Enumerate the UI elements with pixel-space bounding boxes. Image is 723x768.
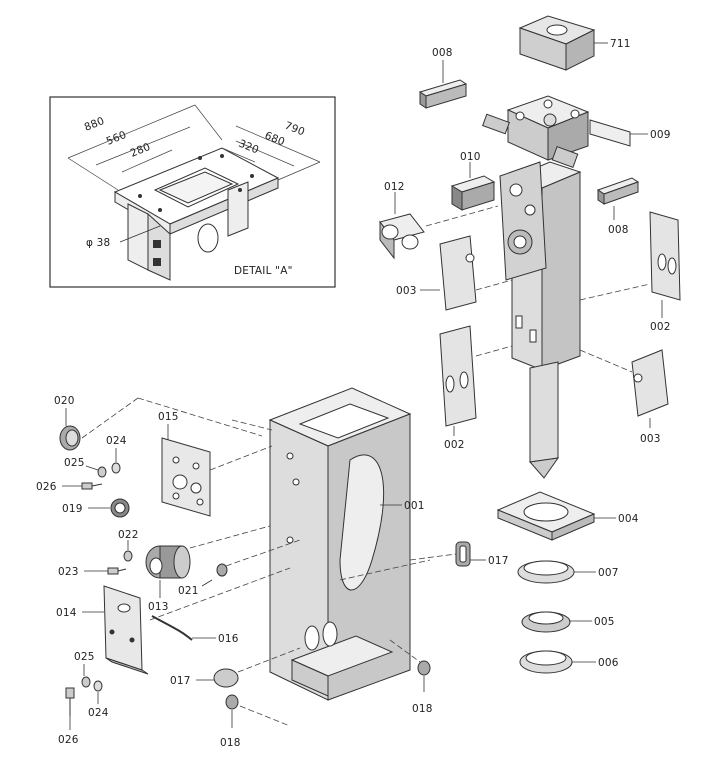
dim-680: 680 [263,130,287,149]
label-004: 004 [618,513,639,525]
label-009: 009 [650,129,671,141]
part-breaker-body [499,95,590,479]
label-015: 015 [158,411,179,423]
part-001-bracket [268,387,412,701]
part-026-bolt-top [81,482,103,490]
label-003-left: 003 [396,285,417,297]
part-023-bolt [107,567,127,575]
part-004-plate [496,491,596,541]
dim-790: 790 [283,120,307,139]
assembly-dashed-lines [137,397,431,621]
label-022: 022 [118,529,139,541]
label-002-right: 002 [650,321,671,333]
detail-a-title: DETAIL "A" [234,265,293,277]
label-024-top: 024 [106,435,127,447]
label-010: 010 [460,151,481,163]
label-023: 023 [58,566,79,578]
detail-a-panel: 880 560 280 790 680 320 φ 38 DETAIL "A" [49,96,336,288]
part-005-ring [521,611,571,633]
label-019: 019 [62,503,83,515]
part-024-washer-top [111,462,121,474]
part-025-washer-bottom [81,676,91,688]
part-008-pad-top [418,79,468,109]
dim-320: 320 [237,138,261,157]
label-024-bottom: 024 [88,707,109,719]
label-020: 020 [54,395,75,407]
part-007-ring [517,560,575,584]
part-014-cover-plate [103,585,149,675]
label-013: 013 [148,601,169,613]
label-007: 007 [598,567,619,579]
part-003-plate-left [439,235,477,311]
part-008-pad-right [596,177,640,205]
label-012: 012 [384,181,405,193]
part-021-plug [216,563,228,577]
label-711: 711 [610,38,631,50]
label-025-top: 025 [64,457,85,469]
part-012-seal [379,213,425,260]
label-008-right: 008 [608,224,629,236]
label-018-bottom: 018 [220,737,241,749]
label-005: 005 [594,616,615,628]
part-019-ring [110,498,130,518]
part-009-plate [589,119,631,147]
label-016: 016 [218,633,239,645]
label-026-top: 026 [36,481,57,493]
part-010-pad [450,175,496,211]
part-018-plug-right [417,660,431,676]
label-026-bottom: 026 [58,734,79,746]
detail-dimension-lines [67,104,321,243]
label-008-top: 008 [432,47,453,59]
detail-frame-drawing [113,147,280,281]
label-025-bottom: 025 [74,651,95,663]
dim-880: 880 [83,115,107,134]
label-017-bottom: 017 [170,675,191,687]
part-017-cap-bottom [213,668,239,688]
label-021: 021 [178,585,199,597]
label-014: 014 [56,607,77,619]
part-711-cap [518,15,596,71]
part-002-plate-right [649,211,681,301]
part-020-cap [59,425,81,451]
dim-280: 280 [129,141,153,160]
part-026-bolt-bottom [65,687,75,716]
part-018-plug-bottom [225,694,239,710]
part-017-cap-right [455,541,471,567]
part-015-plate [161,437,211,517]
part-016-rod [151,615,193,641]
label-006: 006 [598,657,619,669]
label-002-left: 002 [444,439,465,451]
label-001: 001 [404,500,425,512]
part-003-plate-right [631,349,669,417]
label-003-right: 003 [640,433,661,445]
part-025-washer-top [97,466,107,478]
dim-560: 560 [105,129,129,148]
label-018-right: 018 [412,703,433,715]
part-024-washer-bottom [93,680,103,692]
part-002-plate-left [439,325,477,427]
part-022-washer [123,550,133,562]
part-013-motor [145,545,191,579]
part-side-fittings [482,113,579,168]
dim-38: φ 38 [86,237,110,249]
label-017-right: 017 [488,555,509,567]
part-006-ring [519,650,573,674]
